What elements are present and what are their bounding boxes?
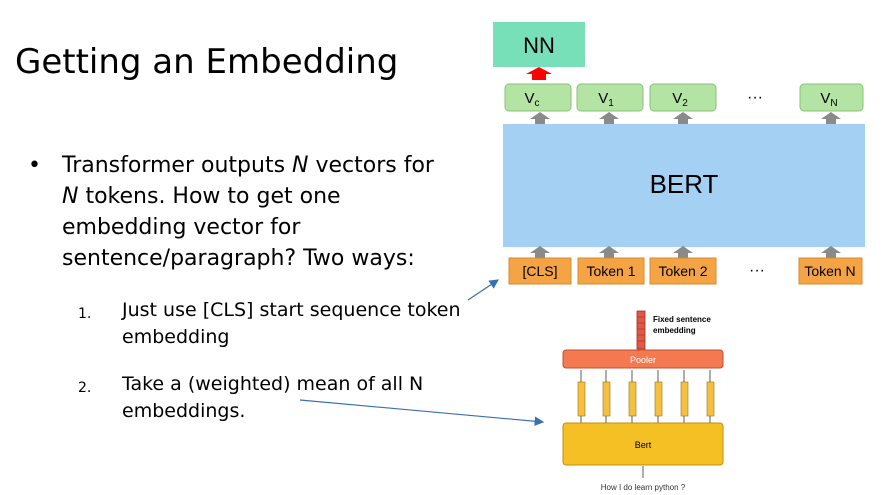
item-number: 2. [78, 380, 92, 396]
nn-arrow-icon [526, 67, 552, 80]
bullet-marker: • [28, 153, 41, 178]
fixed-embedding-label-1: Fixed sentence [653, 315, 711, 324]
item-text: Just use [CLS] start sequence token embe… [122, 299, 461, 348]
output-vector-v1: V1 [576, 83, 644, 112]
bullet-text: Transformer outputs N vectors for N toke… [62, 153, 434, 271]
svg-text:Token N: Token N [804, 263, 855, 279]
main-bullet: • Transformer outputs N vectors for N to… [28, 150, 458, 274]
fixed-embedding-label-2: embedding [653, 326, 696, 335]
pointer-arrow-cls [467, 279, 499, 301]
bert-output-arrows [530, 112, 841, 124]
token-input-arrows [530, 246, 841, 258]
svg-text:VN: VN [820, 90, 837, 109]
item-number: 1. [78, 306, 92, 322]
item-text: Take a (weighted) mean of all N embeddin… [122, 373, 424, 422]
token-n: Token N [798, 257, 863, 285]
svg-text:Vc: Vc [524, 90, 539, 109]
svg-text:V1: V1 [598, 90, 614, 109]
token-cls: [CLS] [508, 257, 572, 285]
bert-label: BERT [650, 169, 719, 199]
token-embedding-vectors [577, 381, 715, 417]
nn-box [493, 22, 585, 67]
nn-label: NN [523, 33, 555, 58]
pooling-bert-box [562, 422, 724, 466]
bert-box [503, 124, 865, 247]
pointer-arrow-mean [299, 399, 545, 427]
vector-arrows [580, 370, 711, 423]
token-2: Token 2 [649, 257, 717, 285]
output-ellipsis: ··· [747, 89, 763, 106]
svg-text:Token 1: Token 1 [586, 263, 635, 279]
svg-text:V2: V2 [672, 90, 688, 109]
token-ellipsis: ··· [749, 262, 765, 279]
output-vector-vn: VN [799, 83, 864, 112]
svg-text:Token 2: Token 2 [658, 263, 707, 279]
output-vector-v2: V2 [649, 83, 717, 112]
pooler-box [562, 349, 724, 369]
svg-text:[CLS]: [CLS] [522, 263, 557, 279]
pooling-bert-label: Bert [635, 440, 652, 450]
pooler-label: Pooler [630, 355, 656, 365]
input-sentence: How I do learn python ? [601, 483, 686, 492]
token-1: Token 1 [577, 257, 645, 285]
fixed-embedding-vector [636, 310, 646, 350]
slide-title: Getting an Embedding [15, 42, 399, 82]
output-vector-vc: Vc [504, 83, 572, 112]
